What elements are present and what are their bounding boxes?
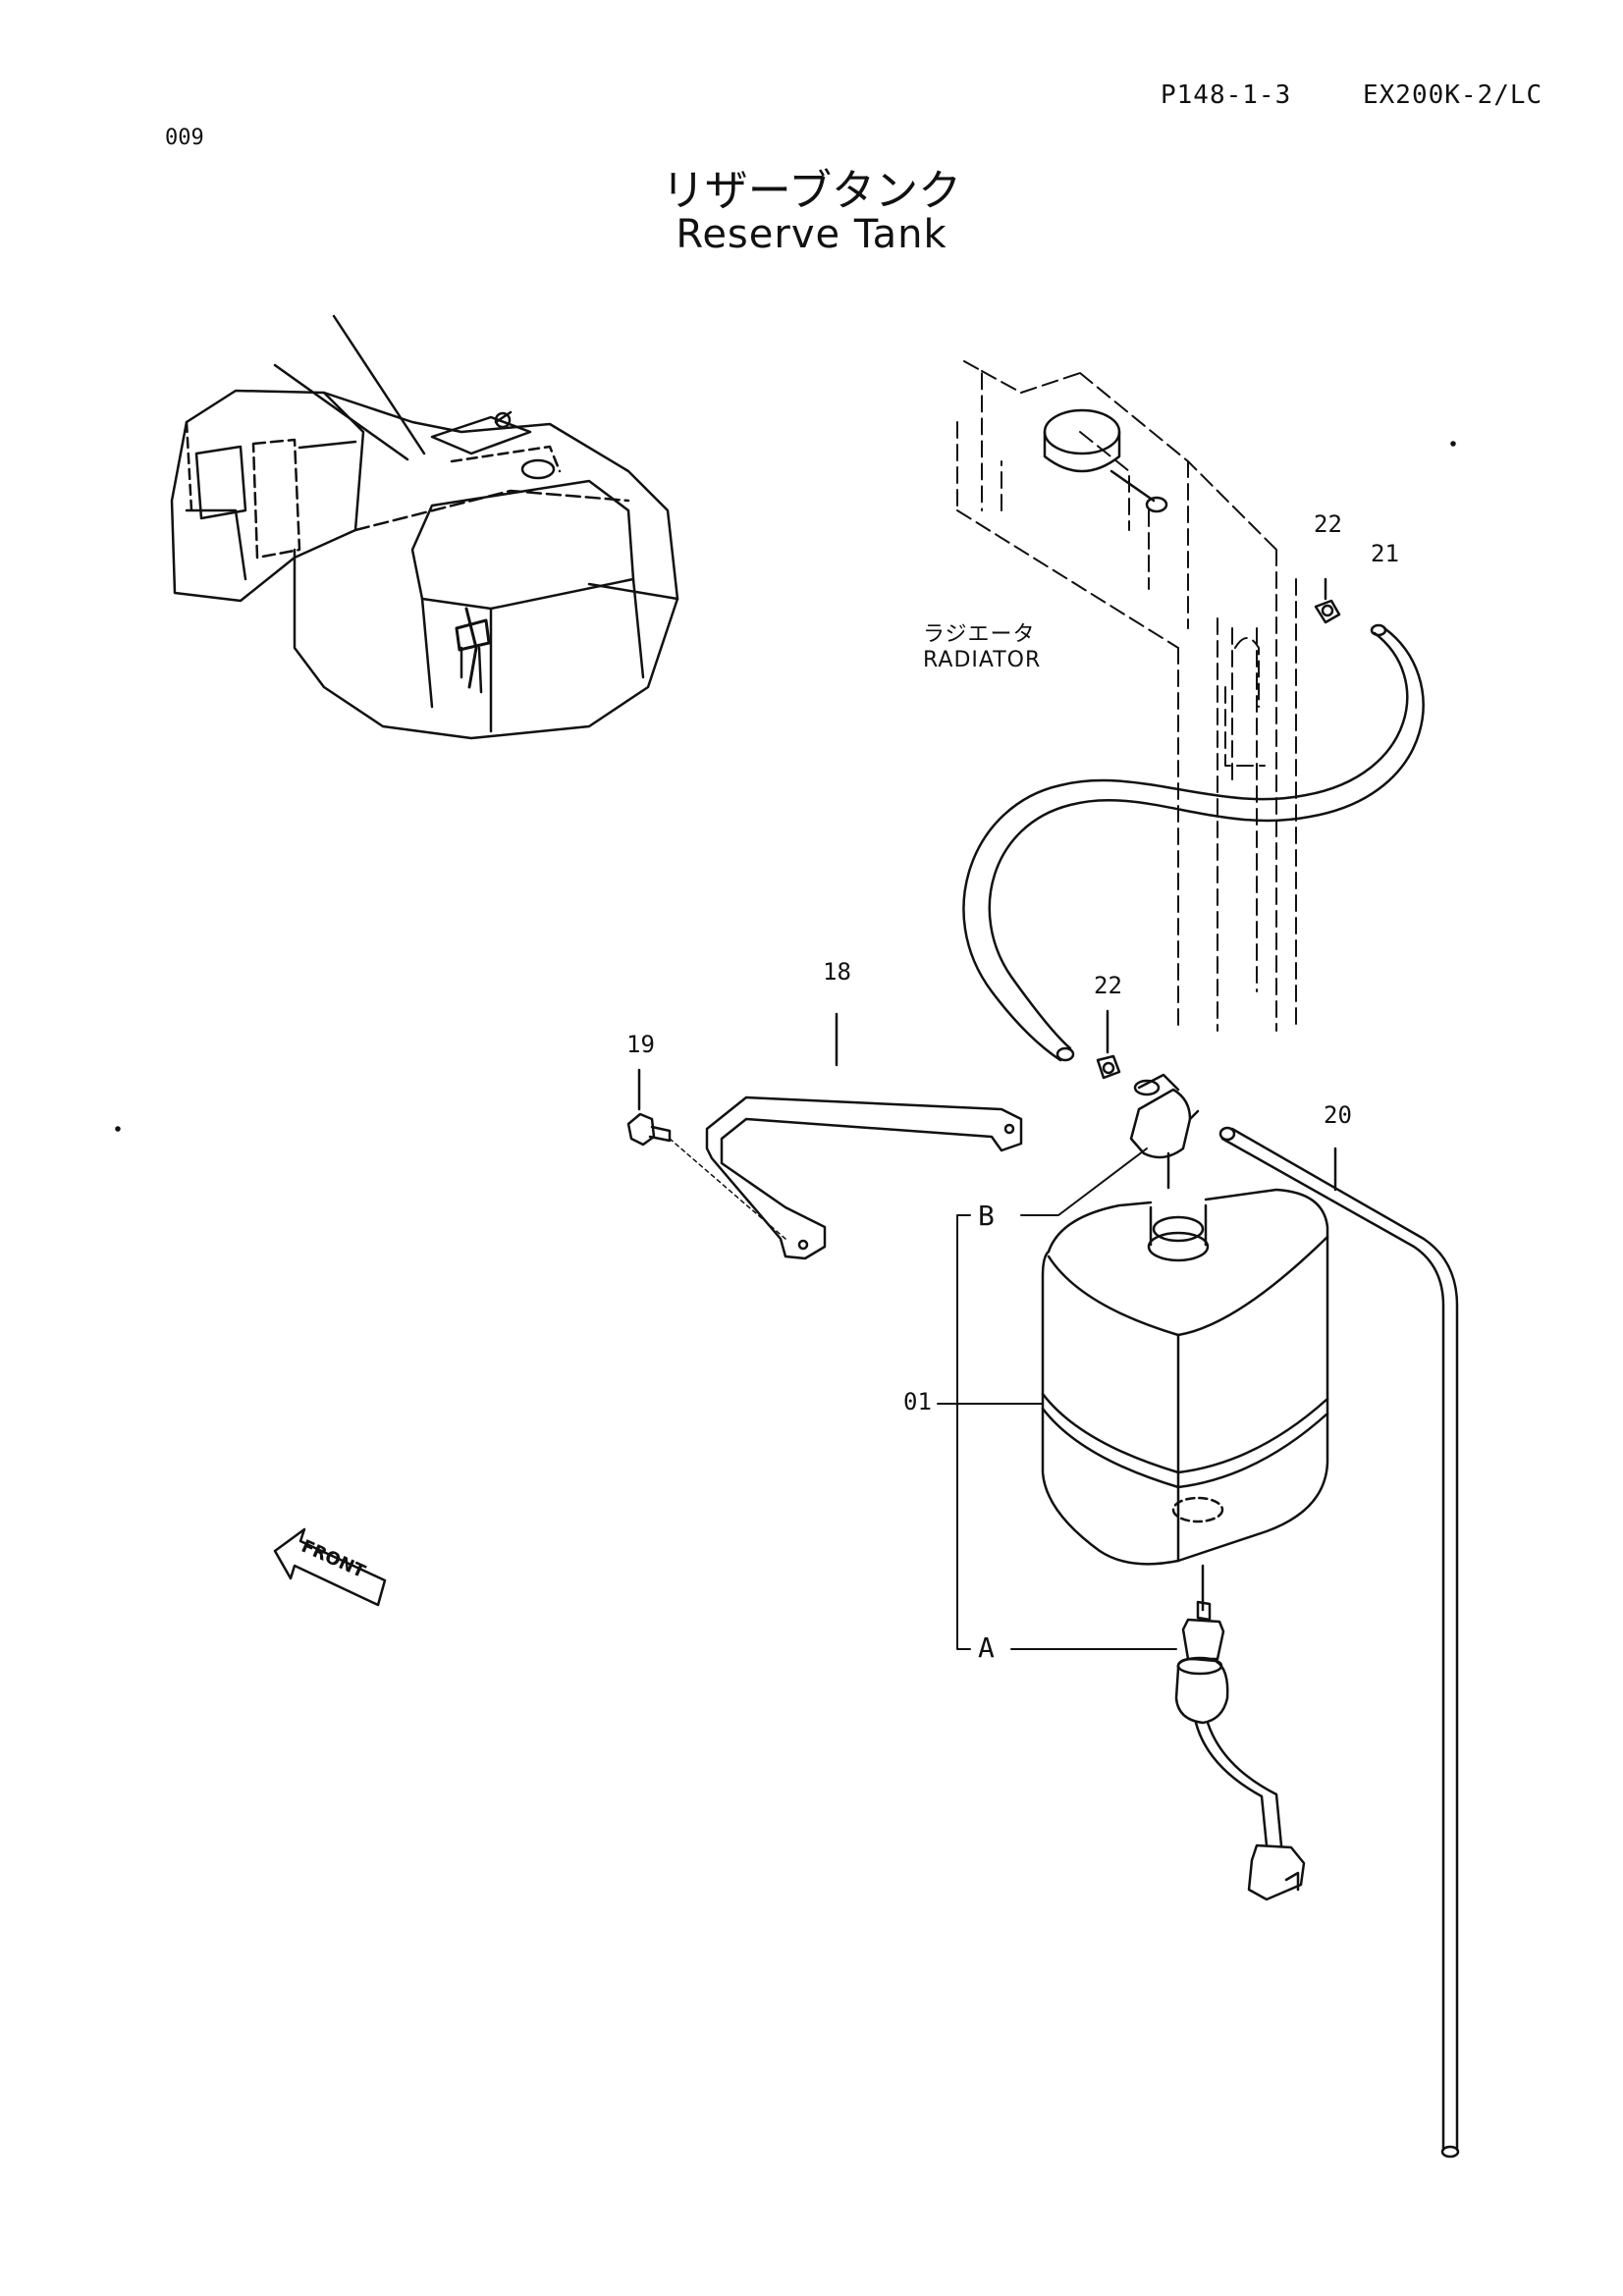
callout-18: 18 [823, 958, 851, 986]
callout-19: 19 [626, 1031, 655, 1058]
cap-assembly-drawing [1129, 1073, 1200, 1159]
title-english: Reserve Tank [676, 212, 947, 257]
radiator-outline [956, 360, 1297, 1032]
reference-code: P148-1-3 [1161, 80, 1292, 110]
radiator-cap-drawing [1043, 408, 1168, 513]
front-arrow-shape [273, 1527, 387, 1607]
callout-21: 21 [1371, 540, 1399, 567]
page-number: 009 [165, 126, 204, 150]
hose-21-drawing [962, 623, 1425, 1062]
clamp-22-upper-drawing [1314, 577, 1341, 624]
reference-bracket-lines [937, 1148, 1177, 1650]
callout-01: 01 [903, 1388, 932, 1415]
title-japanese: リザーブタンク [661, 166, 962, 216]
bolt-19-drawing [626, 1068, 786, 1240]
excavator-locator-illustration [170, 314, 679, 740]
callout-20: 20 [1324, 1101, 1352, 1129]
radiator-label-english: RADIATOR [923, 648, 1042, 672]
bracket-18-drawing [705, 1012, 1023, 1260]
clamp-22-lower-drawing [1096, 1009, 1121, 1080]
callout-22-lower: 22 [1094, 972, 1122, 999]
callout-22-upper: 22 [1314, 510, 1342, 538]
callout-a: A [978, 1631, 995, 1664]
model-code: EX200K-2/LC [1363, 80, 1543, 110]
level-sensor-drawing [1174, 1564, 1306, 1901]
overflow-hose-20-drawing [1218, 1126, 1460, 2159]
callout-b: B [978, 1200, 995, 1232]
radiator-label-japanese: ラジエータ [923, 622, 1036, 647]
reserve-tank-drawing [1041, 1151, 1329, 1566]
